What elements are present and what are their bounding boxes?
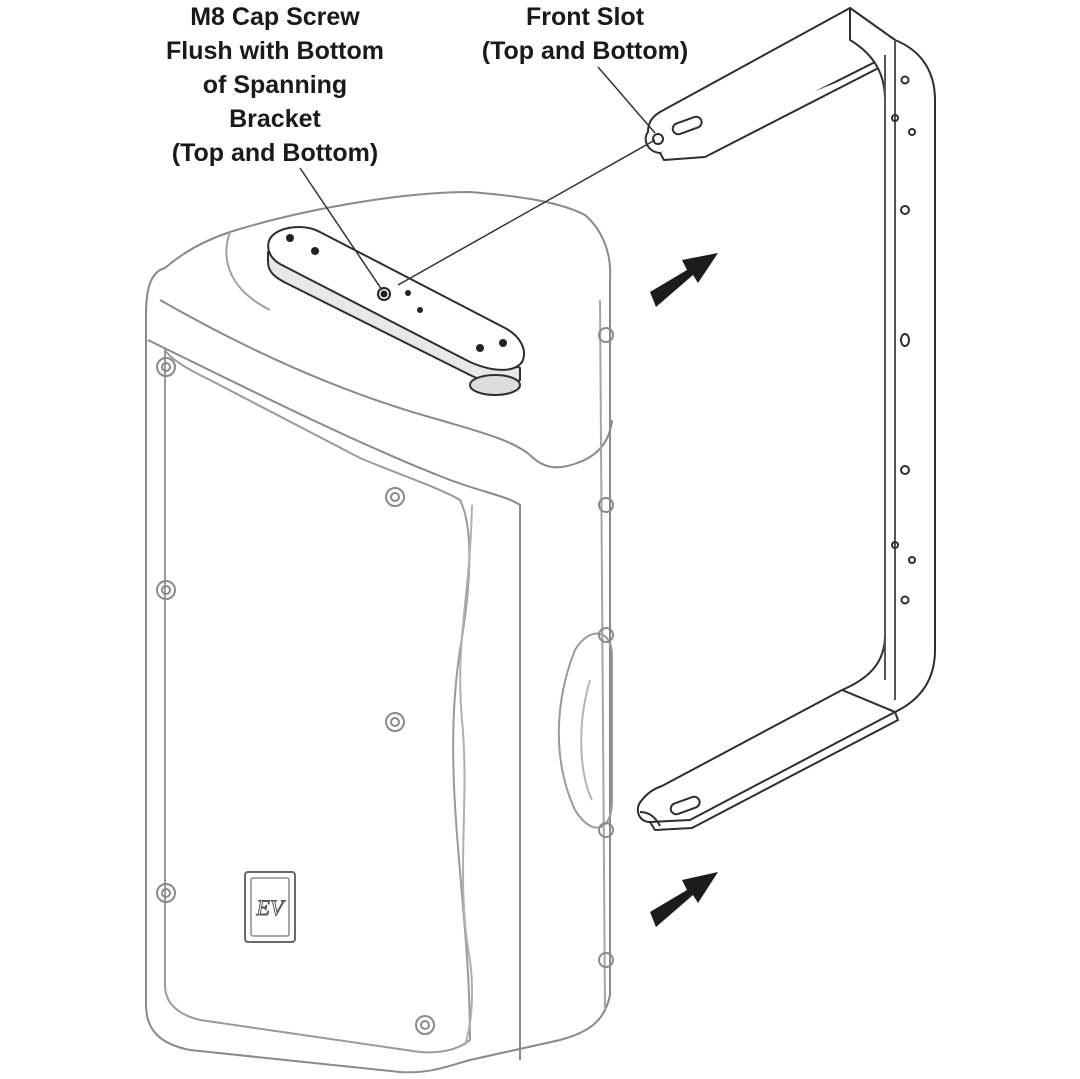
upright-hole — [900, 333, 910, 347]
u-bracket-bottom-arm — [636, 689, 896, 823]
callout-cap-screw-line: Flush with Bottom — [165, 37, 385, 65]
bracket-hole — [499, 339, 507, 347]
bracket-hole — [311, 247, 319, 255]
bracket-hole — [476, 344, 484, 352]
grille-wave — [459, 504, 474, 1046]
screw — [598, 497, 614, 513]
upright-hole — [900, 595, 910, 605]
upright-hole — [900, 205, 910, 215]
cabinet-top-edge — [159, 299, 531, 456]
bracket-hole — [405, 290, 411, 296]
u-bracket — [636, 7, 936, 831]
screw — [598, 627, 614, 643]
screw — [156, 580, 176, 600]
u-bracket-upright — [841, 7, 936, 713]
screw — [390, 492, 400, 502]
slot-notch-bottom — [639, 811, 661, 827]
arrow-right-up-icon — [650, 253, 718, 307]
screw — [598, 952, 614, 968]
upright-hole — [908, 556, 916, 564]
callout-front-slot-line: (Top and Bottom) — [481, 37, 689, 65]
callout-cap-screw-line: of Spanning — [202, 71, 348, 99]
side-handle — [557, 632, 613, 829]
callout-cap-screw-line: Bracket — [229, 105, 321, 133]
screw — [390, 717, 400, 727]
grille-panel — [164, 349, 471, 1054]
callout-front-slot-line: Front Slot — [525, 3, 645, 31]
front-slot-bottom — [669, 795, 701, 816]
screw — [420, 1020, 430, 1030]
upright-hole — [908, 128, 916, 136]
callout-cap-screw-line: M8 Cap Screw — [190, 3, 360, 31]
screw — [598, 822, 614, 838]
upright-hole — [891, 114, 899, 122]
screw — [156, 883, 176, 903]
spanning-bracket — [267, 226, 525, 396]
front-slots — [639, 115, 703, 827]
screw — [415, 1015, 435, 1035]
u-bracket-bottom-arm-edge — [649, 711, 899, 831]
bracket-hole — [417, 307, 423, 313]
upright-hole — [900, 75, 910, 85]
cabinet-seam-front — [147, 339, 521, 1060]
grille-screws — [156, 327, 614, 1035]
screw — [385, 487, 405, 507]
leader-cap-screw — [299, 167, 383, 291]
side-handle-inner — [580, 679, 593, 801]
cap-screw — [377, 287, 391, 301]
callout-cap-screw-line: (Top and Bottom) — [171, 139, 379, 167]
upright-hole — [900, 465, 910, 475]
cabinet-outline — [145, 191, 612, 1074]
screw — [161, 362, 171, 372]
screw — [156, 357, 176, 377]
callout-front-slot: Front Slot (Top and Bottom) — [430, 0, 740, 68]
spanning-bracket-top — [267, 226, 525, 371]
direction-arrows — [650, 253, 718, 927]
screw — [161, 888, 171, 898]
bracket-holes — [286, 234, 507, 352]
front-slot-top — [671, 115, 703, 136]
callout-cap-screw: M8 Cap Screw Flush with Bottom of Spanni… — [120, 0, 430, 170]
brand-logo: EV — [244, 871, 296, 943]
cabinet-seam-side — [529, 419, 613, 469]
upright-holes — [891, 75, 916, 605]
leader-lines — [299, 66, 656, 291]
cabinet-side-rail — [599, 299, 606, 1011]
bracket-hole — [286, 234, 294, 242]
loudspeaker-cabinet — [145, 191, 613, 1074]
slot-hole-top — [652, 133, 664, 145]
screw — [161, 585, 171, 595]
screw — [598, 327, 614, 343]
arrow-right-up-icon — [650, 872, 718, 927]
upright-hole — [891, 541, 899, 549]
cabinet-top-inner — [225, 231, 271, 311]
leader-front-slot — [597, 66, 656, 134]
screw — [385, 712, 405, 732]
logo-text: EV — [256, 895, 286, 920]
u-bracket-top-arm-edge — [659, 57, 899, 161]
alignment-line — [397, 139, 656, 286]
